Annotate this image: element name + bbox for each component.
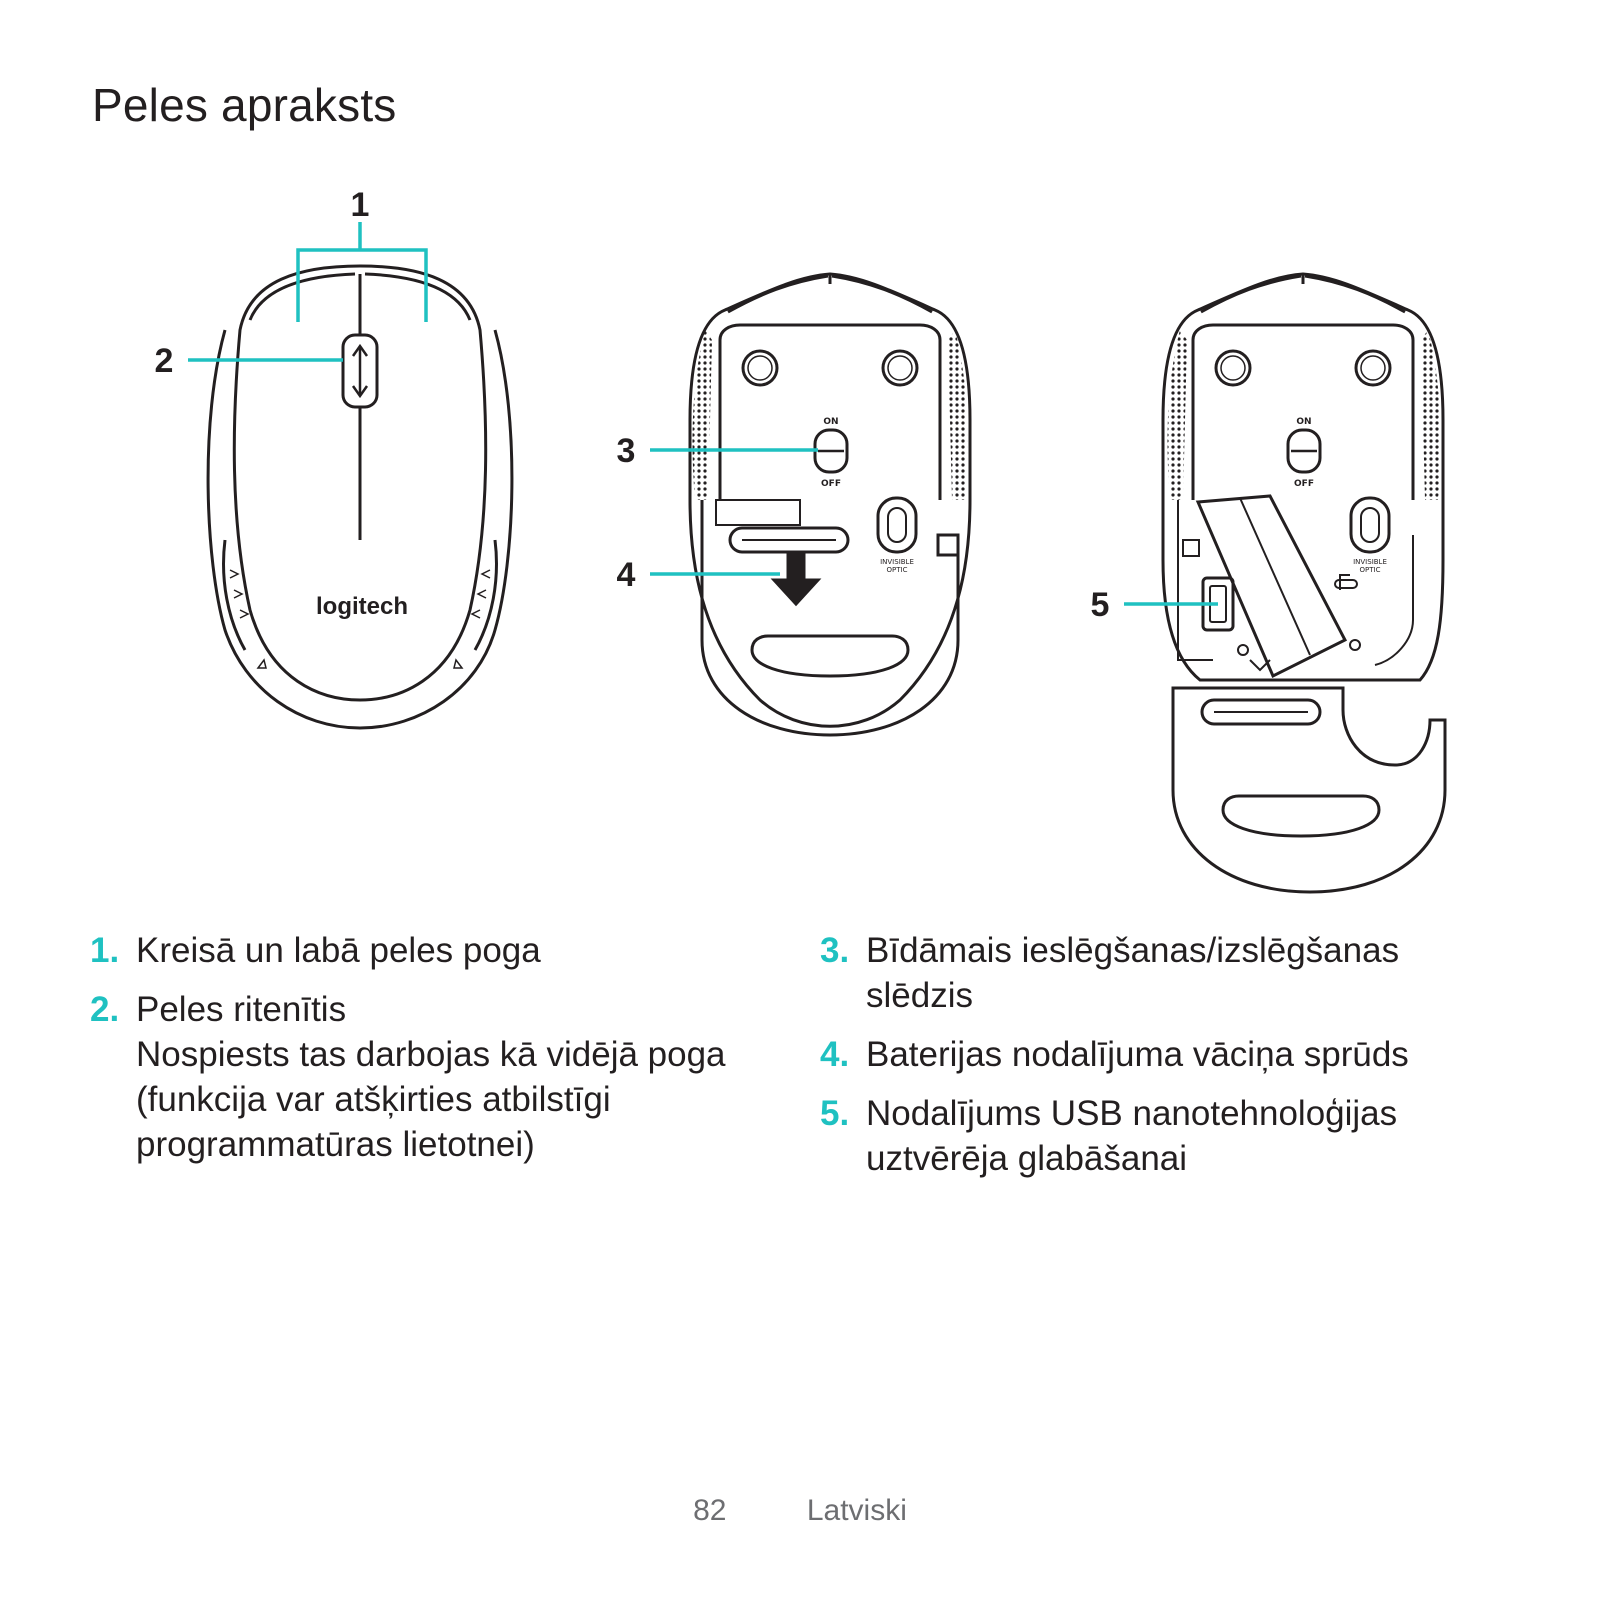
parts-list-left: 1. Kreisā un labā peles poga 2. Peles ri…: [90, 928, 790, 1181]
list-item-text: slēdzis: [866, 976, 973, 1015]
list-item-text: programmatūras lietotnei): [136, 1125, 535, 1164]
sensor-label-1b: INVISIBLE: [1353, 558, 1387, 566]
switch-on-label-2: ON: [1296, 417, 1311, 427]
list-item-text: Kreisā un labā peles poga: [136, 931, 541, 970]
list-item: 4. Baterijas nodalījuma vāciņa sprūds: [820, 1032, 1540, 1077]
list-item-text: Bīdāmais ieslēgšanas/izslēgšanas: [866, 931, 1400, 970]
list-item: 5. Nodalījums USB nanotehnoloģijas uztvē…: [820, 1091, 1540, 1181]
list-item-text: Nospiests tas darbojas kā vidējā poga: [136, 1035, 726, 1074]
list-item: 3. Bīdāmais ieslēgšanas/izslēgšanas slēd…: [820, 928, 1540, 1018]
list-item-text: Nodalījums USB nanotehnoloģijas: [866, 1094, 1398, 1133]
list-item-text: Baterijas nodalījuma vāciņa sprūds: [866, 1035, 1409, 1074]
parts-list-right: 3. Bīdāmais ieslēgšanas/izslēgšanas slēd…: [820, 928, 1540, 1195]
footer-language: Latviski: [806, 1494, 907, 1527]
sensor-label-2b: OPTIC: [1360, 566, 1381, 574]
switch-on-label: ON: [823, 417, 838, 427]
callout-2-label: 2: [155, 342, 174, 380]
mouse-diagram: logitech 1 2: [155, 186, 1447, 894]
sensor-label-1: INVISIBLE: [880, 558, 914, 566]
list-item-number: 3.: [820, 931, 850, 970]
logo-text: logitech: [316, 593, 408, 620]
mouse-open-view: [1161, 272, 1447, 894]
page-number: 82: [693, 1494, 727, 1527]
list-item-number: 4.: [820, 1035, 850, 1074]
list-item-number: 5.: [820, 1094, 850, 1133]
switch-off-label: OFF: [821, 479, 841, 489]
switch-off-label-2: OFF: [1294, 479, 1314, 489]
mouse-top-view: [206, 264, 514, 730]
list-item-text: Peles ritenītis: [136, 990, 347, 1029]
list-item: 2. Peles ritenītis Nospiests tas darboja…: [90, 987, 790, 1167]
callout-5-label: 5: [1091, 586, 1110, 624]
list-item-text: uztvērēja glabāšanai: [866, 1139, 1188, 1178]
list-item: 1. Kreisā un labā peles poga: [90, 928, 790, 973]
list-item-number: 2.: [90, 990, 120, 1029]
sensor-label-2: OPTIC: [887, 566, 908, 574]
page-footer: 82 Latviski: [0, 1494, 1600, 1528]
callout-3-label: 3: [617, 432, 636, 470]
list-item-number: 1.: [90, 931, 120, 970]
mouse-bottom-view: [688, 272, 972, 737]
callout-1-label: 1: [351, 186, 370, 224]
callout-4-label: 4: [617, 556, 636, 594]
page-title: Peles apraksts: [92, 79, 397, 131]
list-item-text: (funkcija var atšķirties atbilstīgi: [136, 1080, 611, 1119]
callout-1-bracket: [296, 222, 428, 322]
